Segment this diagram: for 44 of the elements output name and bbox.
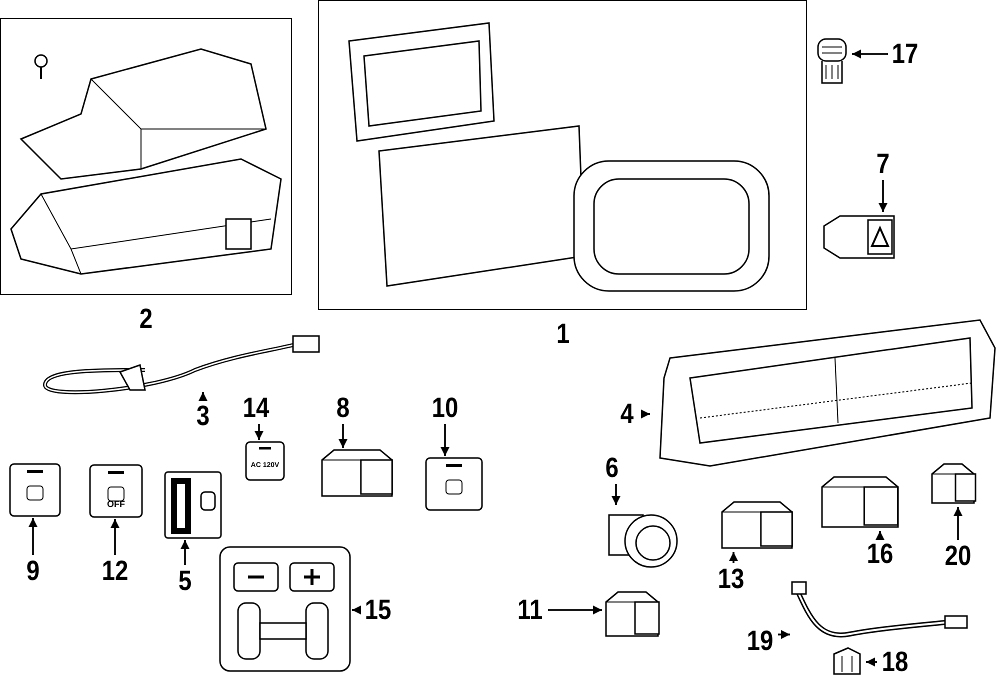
callout-number: 2: [138, 303, 154, 335]
leader-line: [198, 392, 208, 401]
callout-number: 12: [100, 555, 130, 587]
leader-line: [641, 410, 650, 418]
leader-line: [254, 424, 264, 440]
leader-line: [954, 507, 962, 540]
switch-panel-drawing: [163, 470, 223, 540]
callout-number: 3: [190, 400, 216, 432]
callout-number: 6: [599, 452, 625, 484]
callout-number: 17: [890, 38, 920, 70]
callout-number: 16: [864, 538, 896, 570]
switch-panel-drawing: [8, 462, 62, 518]
leader-line: [778, 630, 790, 639]
callout-number: 19: [744, 625, 776, 657]
leader-line: [548, 606, 602, 614]
leader-line: [440, 424, 450, 456]
control-panel-drawing: [218, 545, 352, 673]
part-drawing: [244, 440, 286, 482]
leader-line: [28, 518, 38, 555]
leader-line: [352, 606, 361, 614]
callout-number: 14: [240, 392, 272, 424]
callout-number: 18: [880, 646, 910, 678]
callout-number: 9: [20, 555, 46, 587]
callout-number: 8: [330, 392, 356, 424]
callout-number: 1: [554, 318, 570, 350]
leader-line: [876, 531, 884, 540]
leader-line: [338, 424, 348, 448]
leader-line: [866, 658, 877, 666]
callout-number: 4: [614, 398, 640, 430]
leader-line: [180, 540, 190, 565]
leader-line: [110, 519, 120, 555]
leader-line: [612, 484, 620, 505]
callout-number: 11: [514, 594, 546, 626]
leader-line: [852, 50, 888, 58]
callout-number: 13: [716, 563, 746, 595]
callout-number: 10: [430, 392, 460, 424]
switch-panel-drawing: [88, 463, 144, 519]
leader-line: [729, 552, 738, 563]
callout-number: 7: [870, 148, 896, 180]
leader-line: [878, 180, 888, 212]
callout-number: 20: [942, 540, 974, 572]
callout-number: 5: [172, 565, 198, 597]
switch-panel-drawing: [424, 456, 484, 512]
callout-number: 15: [362, 594, 394, 626]
